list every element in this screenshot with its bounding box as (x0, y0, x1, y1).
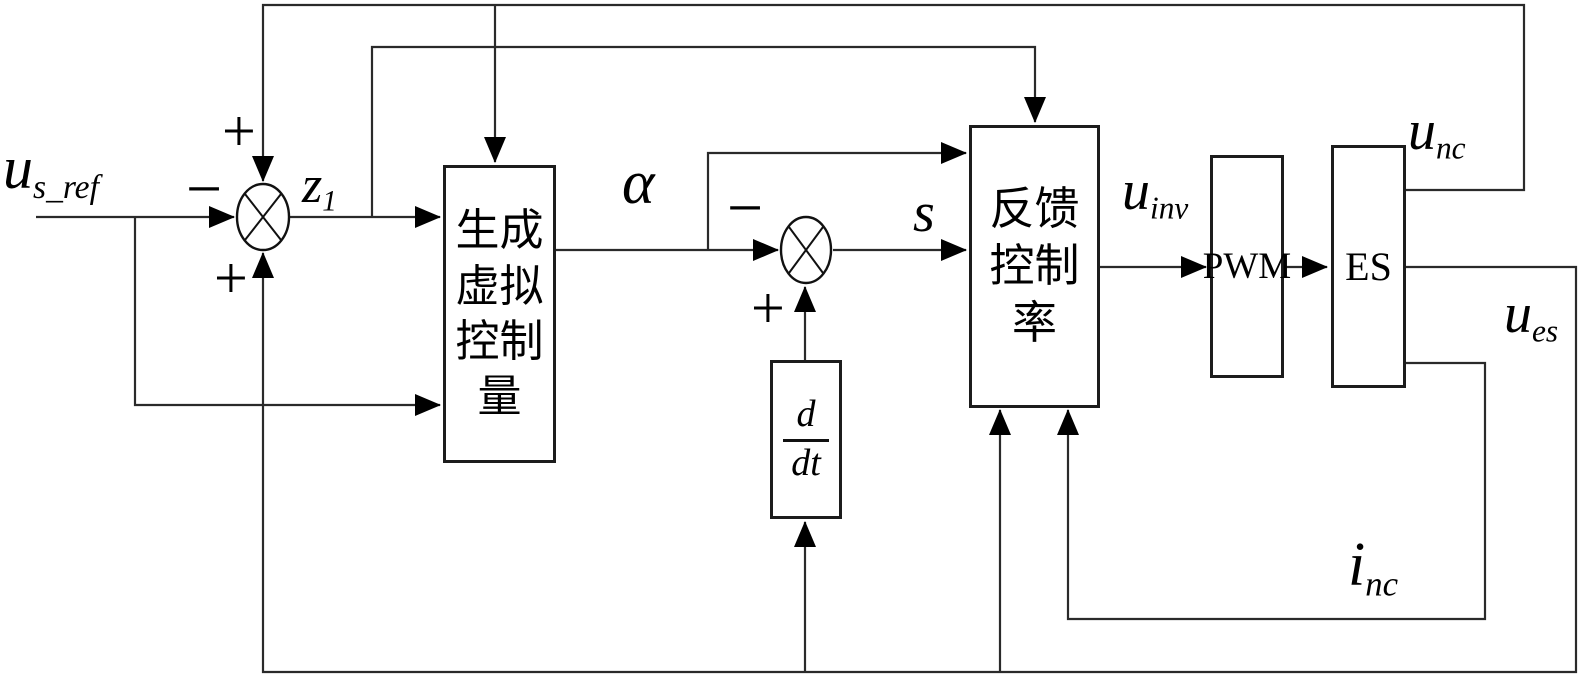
alpha-base: α (622, 149, 655, 217)
derivative-denominator: dt (791, 442, 821, 484)
z1-base: z (302, 157, 323, 214)
sign-j1-minus-left: − (186, 153, 223, 224)
summing-junction-1-cross (244, 193, 282, 241)
u-es-sub: es (1532, 313, 1559, 349)
pwm-label: PWM (1202, 246, 1292, 287)
es-label: ES (1345, 244, 1392, 289)
virtual-control-label: 生成虚拟控制量 (455, 206, 544, 422)
feedback-control-block: 反馈控制率 (969, 125, 1100, 408)
derivative-fraction: d dt (783, 393, 829, 484)
z1-sub: 1 (322, 185, 337, 218)
feedback-control-label: 反馈控制率 (989, 184, 1080, 348)
wire-alpha-branch (706, 142, 967, 250)
us-ref-sub: s_ref (33, 169, 99, 207)
u-nc-sub: nc (1436, 130, 1466, 166)
signal-label-u-es: ues (1504, 286, 1558, 347)
pwm-block: PWM (1203, 155, 1291, 378)
sign-j2-plus-bottom: + (751, 275, 785, 341)
wire-z1-to-feedback-top (370, 45, 1046, 217)
summing-junction-2-cross (788, 226, 824, 274)
derivative-block: d dt (770, 360, 842, 519)
i-nc-base: i (1348, 531, 1366, 599)
s-base: s (913, 182, 935, 244)
virtual-control-block: 生成虚拟控制量 (443, 165, 556, 463)
us-ref-base: u (3, 135, 33, 201)
signal-label-u-nc: unc (1408, 103, 1466, 164)
u-inv-sub: inv (1150, 190, 1189, 226)
fraction-bar (783, 439, 829, 442)
signal-label-u-inv: uinv (1122, 163, 1188, 224)
signal-label-s: s (913, 185, 935, 241)
es-block: ES (1331, 145, 1406, 388)
signal-label-us-ref: us_ref (3, 138, 99, 205)
i-nc-sub: nc (1365, 564, 1399, 604)
signal-label-i-nc: inc (1348, 534, 1398, 602)
u-inv-base: u (1122, 160, 1150, 222)
signal-label-alpha: α (622, 152, 655, 214)
sign-j1-plus-bottom: + (214, 245, 248, 311)
wire-u-es-feedback (252, 252, 1578, 674)
sign-j2-minus-left: − (727, 172, 764, 243)
wire-u-nc-feedback (252, 3, 1526, 192)
wire-i-nc-feedback (1057, 361, 1487, 621)
wire-us-ref-branch (133, 217, 441, 416)
derivative-numerator: d (796, 393, 816, 436)
u-nc-base: u (1408, 100, 1436, 162)
u-es-base: u (1504, 283, 1532, 345)
sign-j1-plus-top: + (222, 98, 256, 164)
signal-label-z1: z1 (302, 160, 337, 217)
